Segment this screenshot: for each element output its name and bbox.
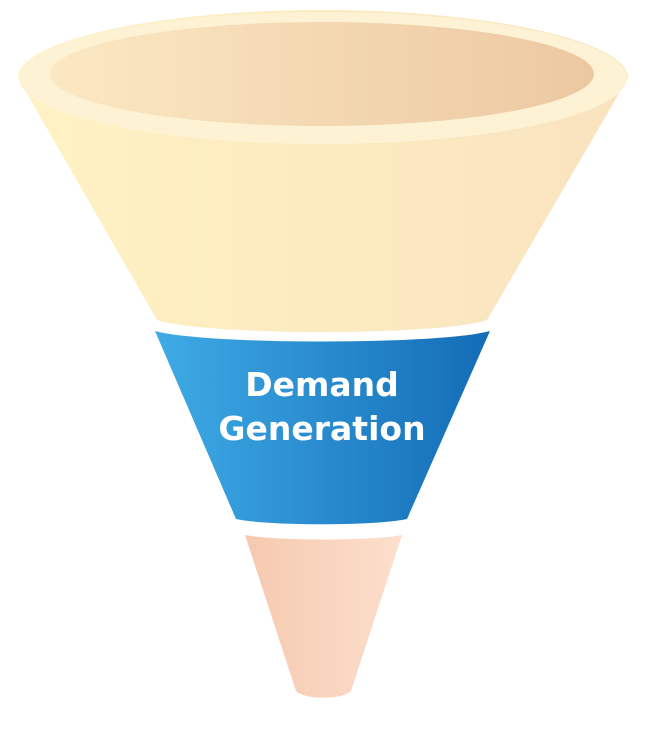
funnel-bottom-stage	[245, 535, 402, 698]
funnel-middle-body	[155, 331, 490, 525]
funnel-top-stage	[18, 10, 628, 332]
funnel-middle-stage: Demand Generation	[155, 331, 490, 525]
funnel-top-rim-inner	[50, 22, 594, 126]
funnel-middle-label-line2: Generation	[218, 409, 425, 448]
funnel-bottom-body	[245, 535, 402, 698]
funnel-middle-label-line1: Demand	[245, 365, 399, 404]
